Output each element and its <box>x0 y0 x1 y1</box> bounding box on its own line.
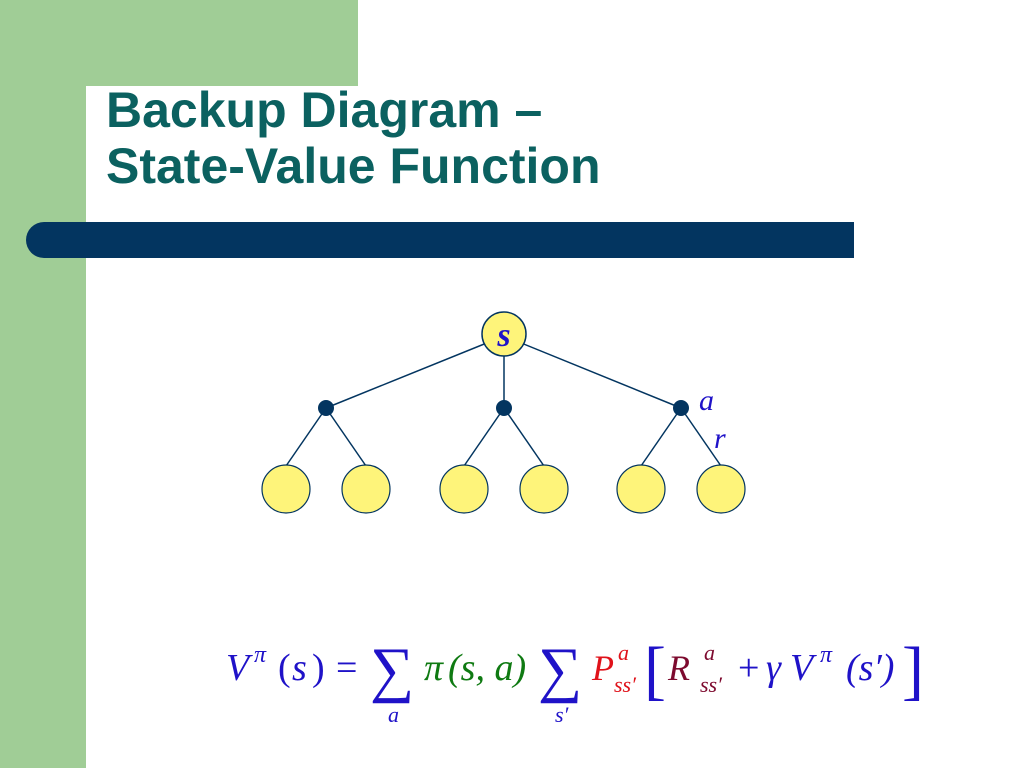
eq-pi2-superscript: π <box>820 642 833 668</box>
action-label: a <box>699 384 714 417</box>
edge-action1-state-2 <box>325 407 367 467</box>
title-line-1: Backup Diagram – <box>106 82 543 138</box>
root-state-label: s <box>496 317 510 354</box>
slide-title: Backup Diagram – State-Value Function <box>106 82 601 194</box>
action-node-1 <box>318 400 334 416</box>
edge-action1-state-1 <box>285 407 327 467</box>
edge-action3-state-6 <box>680 407 722 467</box>
eq-R: R <box>667 648 690 688</box>
eq-V2: V <box>790 647 817 689</box>
eq-R-superscript: a <box>704 640 715 665</box>
successor-state-3 <box>439 464 489 514</box>
successor-state-6 <box>696 464 746 514</box>
bellman-equation: V π ( s ) = ∑ a π (s, a) ∑ s′ P a ss′ [ … <box>226 634 924 727</box>
edge-root-action-1 <box>325 335 505 409</box>
eq-sum-2-subscript: s′ <box>555 702 570 727</box>
green-top-band <box>86 0 358 86</box>
edge-action2-state-3 <box>463 407 505 467</box>
eq-s: s <box>292 647 307 689</box>
eq-sum-1-subscript: a <box>388 702 399 727</box>
action-node-3 <box>673 400 689 416</box>
eq-sum-2: ∑ <box>538 636 582 704</box>
edge-action2-state-4 <box>503 407 545 467</box>
eq-R-subscript: ss′ <box>700 672 723 697</box>
eq-P: P <box>591 648 614 688</box>
eq-open-paren: ( <box>278 647 291 689</box>
eq-close-paren: ) <box>312 647 325 689</box>
successor-state-5 <box>616 464 666 514</box>
green-sidebar <box>0 0 86 768</box>
eq-P-superscript: a <box>618 640 629 665</box>
edge-action3-state-5 <box>640 407 682 467</box>
eq-pi-superscript: π <box>254 642 267 668</box>
eq-equals: = <box>336 647 357 689</box>
action-node-2 <box>496 400 512 416</box>
eq-right-bracket: ] <box>902 634 924 707</box>
successor-state-4 <box>519 464 569 514</box>
eq-gamma: γ <box>766 647 782 689</box>
eq-P-subscript: ss′ <box>614 672 637 697</box>
eq-policy-args: (s, a) <box>448 647 526 689</box>
eq-sprime-arg: (s′) <box>846 647 894 689</box>
eq-V: V <box>226 647 253 689</box>
eq-sum-1: ∑ <box>370 636 414 704</box>
eq-left-bracket: [ <box>644 634 666 707</box>
reward-label: r <box>714 422 726 455</box>
eq-plus: + <box>738 647 759 689</box>
successor-state-1 <box>261 464 311 514</box>
eq-policy-pi: π <box>424 647 444 689</box>
root-state-node <box>481 311 527 357</box>
successor-state-2 <box>341 464 391 514</box>
title-underline-bar <box>26 222 854 258</box>
edge-root-action-3 <box>503 335 682 409</box>
title-line-2: State-Value Function <box>106 138 601 194</box>
